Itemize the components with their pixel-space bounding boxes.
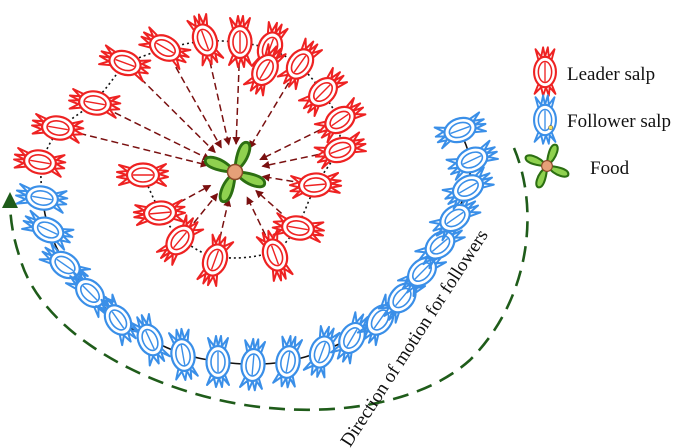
follower-salp-icon: [533, 94, 557, 145]
follower-salp: [271, 333, 305, 390]
leader-salp: [131, 198, 188, 228]
leader-salp: [270, 211, 327, 245]
food-icon: [203, 140, 267, 204]
leader-salp-icon: [533, 46, 557, 97]
food-icon: [524, 143, 570, 189]
leader-salp: [135, 23, 194, 72]
follower-salp: [13, 181, 70, 215]
leader-salp: [29, 111, 86, 145]
food-shape: [524, 143, 570, 189]
follower-salp: [92, 291, 143, 349]
legend-follower-label: Follower salp: [567, 111, 671, 132]
food-shape: [203, 140, 267, 204]
leader-salp: [287, 170, 344, 200]
leader-salp: [194, 231, 236, 290]
leader-salp: [184, 10, 226, 69]
leader-salp: [227, 14, 253, 69]
follower-salp: [205, 334, 231, 389]
leader-arrows: [79, 61, 321, 239]
follower-salp-icon: [533, 94, 557, 145]
follower-salp: [431, 109, 490, 151]
follower-salp: [166, 326, 200, 383]
leader-salp: [66, 86, 123, 120]
follower-salp: [127, 310, 173, 369]
follower-salp: [18, 207, 77, 253]
leader-salp: [115, 162, 170, 188]
direction-arc: [2, 147, 529, 412]
legend-food-label: Food: [590, 158, 630, 179]
leader-salp: [95, 42, 154, 84]
leader-salp-icon: [533, 46, 557, 97]
legend-leader-label: Leader salp: [567, 64, 655, 85]
legend: Leader salp Follower salp Food: [524, 46, 671, 189]
follower-salp: [238, 336, 268, 393]
leader-salp: [11, 145, 68, 179]
